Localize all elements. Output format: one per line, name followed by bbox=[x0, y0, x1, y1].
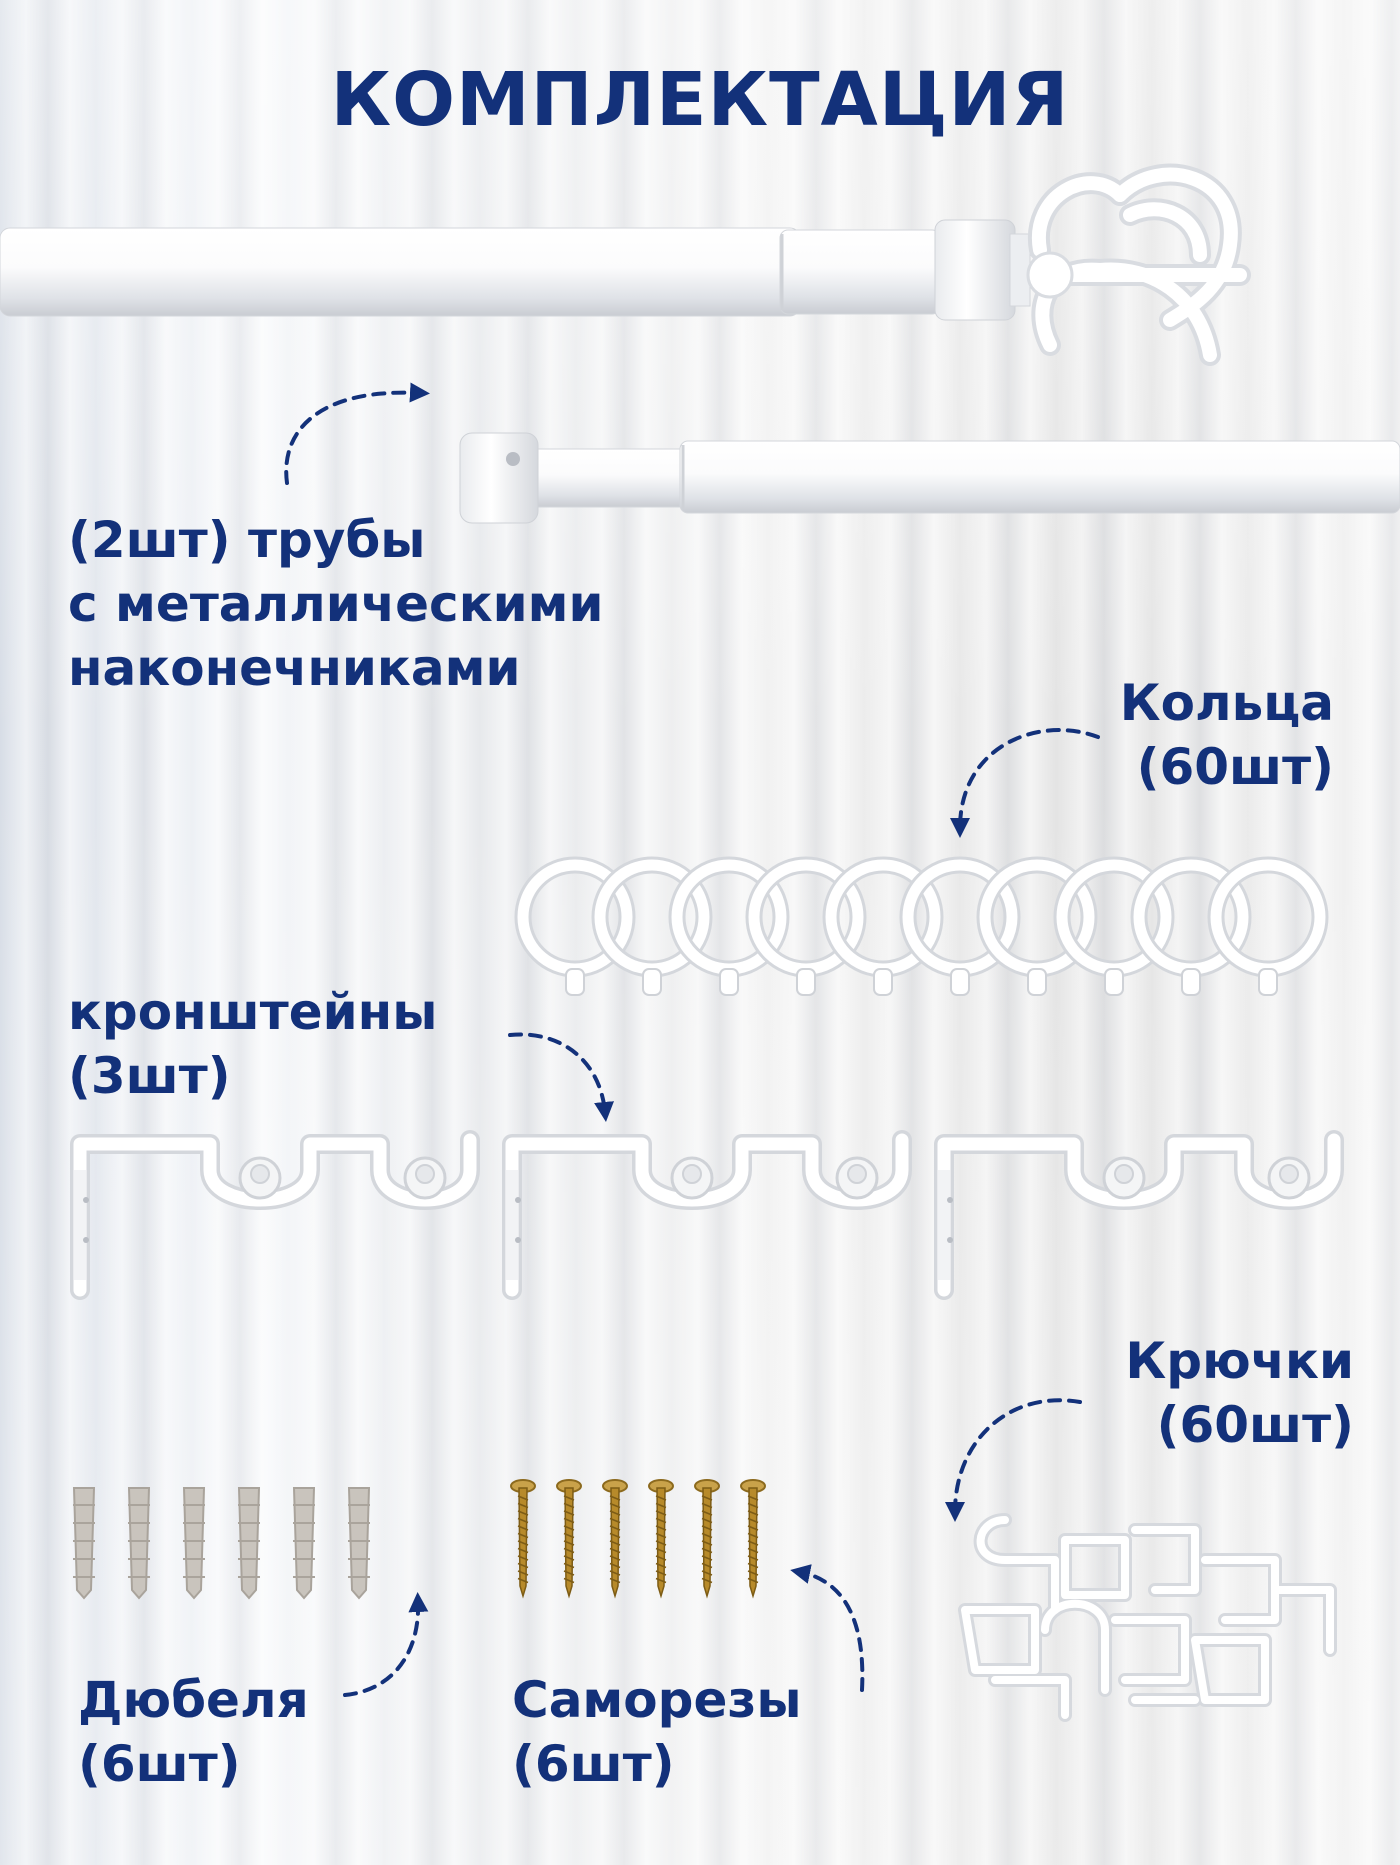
dashed-arrow-icon bbox=[945, 1398, 1082, 1522]
dashed-arrow-icon bbox=[950, 728, 1100, 838]
ring-icon bbox=[822, 856, 944, 996]
screw-icon bbox=[602, 1479, 628, 1599]
screws-label: Саморезы (6шт) bbox=[512, 1668, 802, 1796]
dashed-arrow-icon bbox=[508, 1032, 614, 1122]
curtain-rod-icon bbox=[0, 219, 1031, 321]
dashed-arrow-icon bbox=[790, 1564, 865, 1692]
hooks-label-line1: Крючки bbox=[1125, 1332, 1354, 1390]
ring-icon bbox=[668, 856, 790, 996]
bracket-icon bbox=[934, 1130, 1344, 1300]
hooks-pile bbox=[958, 1513, 1337, 1722]
bracket-icon bbox=[70, 1130, 480, 1300]
dowel-icon bbox=[72, 1487, 96, 1600]
finial-icon bbox=[1026, 163, 1251, 366]
ring-icon bbox=[1207, 856, 1329, 996]
brackets-label: кронштейны (3шт) bbox=[68, 980, 437, 1108]
screw-icon bbox=[740, 1479, 766, 1599]
dowels-label: Дюбеля (6шт) bbox=[78, 1668, 309, 1796]
tubes-label-line2: с металлическими bbox=[68, 575, 604, 633]
dashed-arrow-icon bbox=[343, 1592, 429, 1697]
screw-icon bbox=[510, 1479, 536, 1599]
rings-label-line1: Кольца bbox=[1119, 674, 1334, 732]
dowels-label-line2: (6шт) bbox=[78, 1735, 241, 1793]
ring-icon bbox=[514, 856, 636, 996]
dowels-group bbox=[72, 1487, 371, 1600]
hooks-label: Крючки (60шт) bbox=[1125, 1329, 1354, 1457]
tubes-label: (2шт) трубы с металлическими наконечника… bbox=[68, 508, 604, 700]
ring-icon bbox=[899, 856, 1021, 996]
ring-icon bbox=[976, 856, 1098, 996]
dowel-icon bbox=[182, 1487, 206, 1600]
tubes-label-line3: наконечниками bbox=[68, 639, 521, 697]
dowel-icon bbox=[292, 1487, 316, 1600]
rings-label: Кольца (60шт) bbox=[1120, 671, 1334, 799]
hooks-label-line2: (60шт) bbox=[1156, 1396, 1354, 1454]
screws-label-line1: Саморезы bbox=[512, 1671, 802, 1729]
screws-group bbox=[510, 1479, 766, 1599]
screw-icon bbox=[648, 1479, 674, 1599]
dashed-arrow-icon bbox=[284, 382, 430, 485]
brackets-label-line1: кронштейны bbox=[68, 983, 438, 1041]
dowel-icon bbox=[237, 1487, 261, 1600]
ring-icon bbox=[1130, 856, 1252, 996]
tubes-label-line1: (2шт) трубы bbox=[68, 511, 426, 569]
ring-icon bbox=[1053, 856, 1175, 996]
dowel-icon bbox=[127, 1487, 151, 1600]
screws-label-line2: (6шт) bbox=[512, 1735, 675, 1793]
dowels-label-line1: Дюбеля bbox=[78, 1671, 309, 1729]
ring-icon bbox=[745, 856, 867, 996]
curtain-rod-icon bbox=[459, 432, 1400, 524]
rings-label-line2: (60шт) bbox=[1136, 738, 1334, 796]
page-title: КОМПЛЕКТАЦИЯ bbox=[330, 57, 1070, 143]
rings-group bbox=[514, 856, 1329, 996]
dowel-icon bbox=[347, 1487, 371, 1600]
bracket-icon bbox=[502, 1130, 912, 1300]
brackets-group bbox=[70, 1130, 1344, 1300]
screw-icon bbox=[694, 1479, 720, 1599]
brackets-label-line2: (3шт) bbox=[68, 1047, 231, 1105]
ring-icon bbox=[591, 856, 713, 996]
screw-icon bbox=[556, 1479, 582, 1599]
